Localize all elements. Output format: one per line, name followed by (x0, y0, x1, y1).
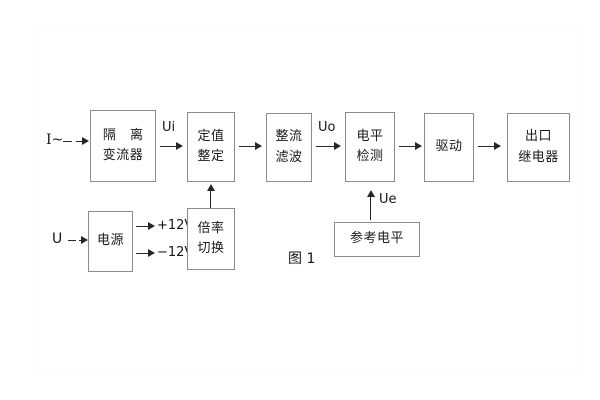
level-to-drive-arrowhead (415, 142, 422, 150)
block-isolation-transformer-line1: 隔 离 (102, 127, 149, 143)
block-output-relay-line2: 继电器 (518, 149, 559, 165)
block-level-detect-line2: 检测 (356, 149, 384, 164)
block-isolation-transformer-line2: 变流器 (102, 148, 144, 163)
rail-negative-line (136, 253, 153, 254)
uo-signal-label: Uo (318, 120, 336, 135)
figure-caption: 图 1 (288, 251, 316, 267)
uo-signal-arrowhead (334, 142, 341, 150)
block-reference-level[interactable]: 参考电平 (334, 222, 420, 257)
block-power-supply-line1: 电源 (96, 233, 124, 249)
multiplier-to-setting-line (210, 189, 211, 208)
uo-signal-line (316, 146, 339, 147)
multiplier-to-setting-arrowhead (207, 184, 215, 191)
rail-negative-arrowhead (148, 249, 155, 257)
block-setting-value-line1: 定值 (197, 128, 225, 144)
block-rectify-filter-line1: 整流 (275, 129, 303, 145)
voltage-input-label: U (52, 231, 63, 247)
ue-signal-arrowhead (367, 190, 375, 197)
block-output-relay[interactable]: 出口 继电器 (507, 113, 570, 182)
block-reference-level-line1: 参考电平 (349, 231, 404, 247)
rail-positive-label: +12V (157, 218, 194, 233)
block-output-relay-line1: 出口 (524, 129, 552, 145)
block-level-detect[interactable]: 电平 检测 (345, 112, 395, 182)
current-input-line-seg1 (63, 141, 72, 142)
block-rectify-filter-line2: 滤波 (275, 149, 303, 165)
block-drive[interactable]: 驱动 (424, 113, 474, 182)
ui-signal-line (160, 146, 180, 147)
drive-to-relay-arrowhead (494, 142, 501, 150)
setting-to-rectify-arrowhead (255, 142, 262, 150)
rail-positive-arrowhead (148, 222, 155, 230)
block-power-supply[interactable]: 电源 (88, 211, 133, 272)
ue-signal-label: Ue (379, 192, 397, 207)
current-input-arrowhead (82, 137, 89, 145)
block-level-detect-line1: 电平 (356, 128, 384, 144)
block-multiplier-switch-line1: 倍率 (197, 220, 225, 236)
block-rectify-filter[interactable]: 整流 滤波 (266, 113, 312, 182)
level-to-drive-line (399, 146, 421, 147)
ui-signal-label: Ui (162, 120, 176, 135)
diagram-frame (32, 29, 583, 373)
block-setting-value-line2: 整定 (197, 149, 225, 164)
current-input-label: I~ (46, 132, 64, 148)
block-multiplier-switch-line2: 切换 (197, 241, 225, 256)
block-isolation-transformer[interactable]: 隔 离 变流器 (90, 110, 156, 182)
current-input-line-seg2 (76, 141, 85, 142)
drive-to-relay-line (478, 146, 500, 147)
voltage-input-arrowhead (81, 236, 88, 244)
setting-to-rectify-line (239, 146, 261, 147)
rail-positive-line (136, 226, 153, 227)
block-setting-value[interactable]: 定值 整定 (187, 112, 235, 182)
block-drive-line1: 驱动 (435, 139, 463, 155)
ue-signal-line (370, 196, 371, 220)
rail-negative-label: −12V (157, 245, 194, 260)
ui-signal-arrowhead (176, 142, 183, 150)
voltage-input-line-seg1 (68, 240, 76, 241)
block-multiplier-switch[interactable]: 倍率 切换 (187, 208, 235, 270)
